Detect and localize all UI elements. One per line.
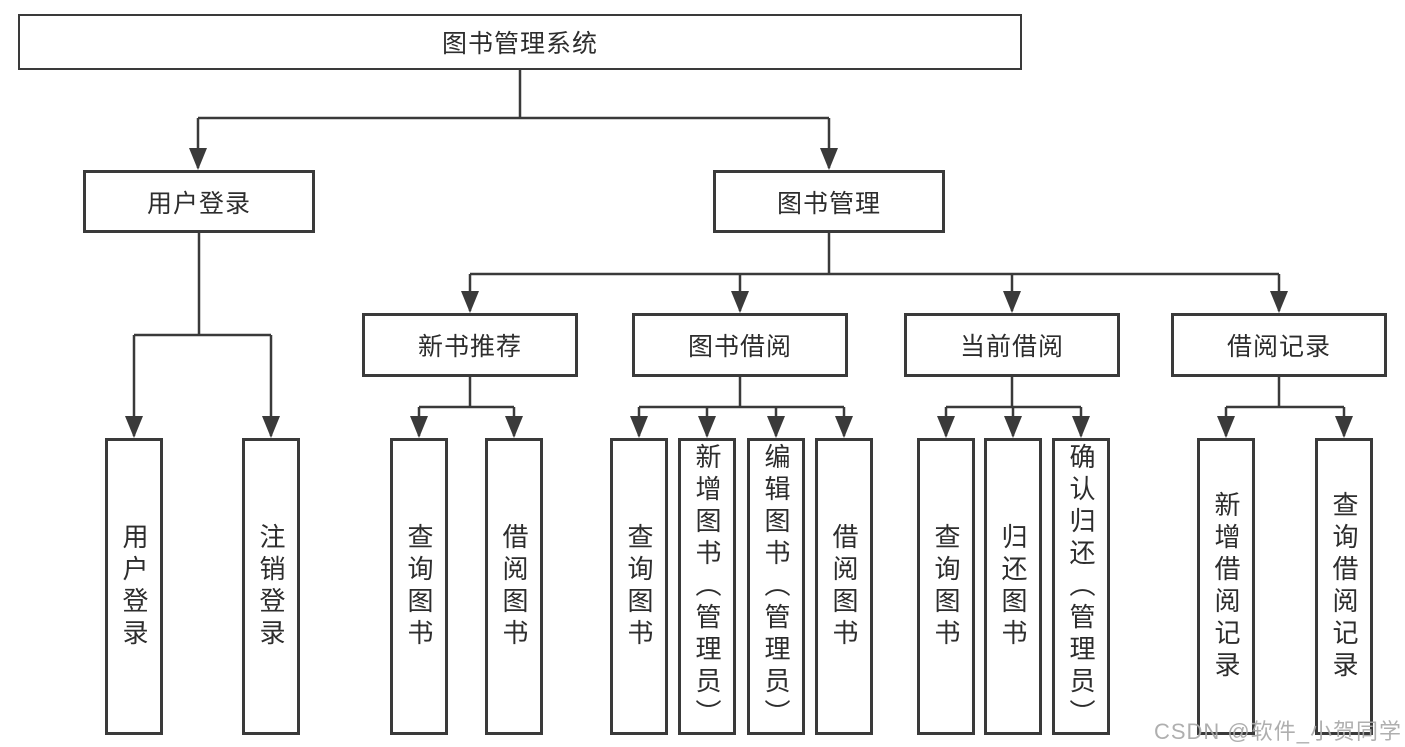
leaf-records-query-record: 查询借阅记录 [1315, 438, 1373, 735]
connector-root [196, 70, 831, 168]
arrowhead [1003, 291, 1021, 313]
node-book-borrow: 图书借阅 [632, 313, 848, 377]
arrowhead [937, 416, 955, 438]
node-label: 借阅记录 [1226, 333, 1331, 361]
node-label: 注销登录 [256, 522, 286, 651]
leaf-current-return-books: 归还图书 [984, 438, 1042, 735]
arrowhead [767, 416, 785, 438]
node-new-book-recommend: 新书推荐 [362, 313, 578, 377]
connector-lines [132, 70, 1346, 436]
arrowhead [731, 291, 749, 313]
arrowhead [262, 416, 280, 438]
arrowhead [630, 416, 648, 438]
leaf-newbook-query-books: 查询图书 [390, 438, 448, 735]
leaf-current-confirm-return-admin: 确认归还（管理员） [1052, 438, 1110, 735]
arrowhead [698, 416, 716, 438]
node-label: 用户登录 [119, 522, 149, 651]
node-library-management-system: 图书管理系统 [18, 14, 1022, 70]
leaf-user-login: 用户登录 [105, 438, 163, 735]
arrowhead [461, 291, 479, 313]
node-label: 图书管理系统 [441, 30, 598, 58]
node-label: 借阅图书 [499, 522, 529, 651]
arrowhead [1004, 416, 1022, 438]
node-label: 借阅图书 [829, 522, 859, 651]
leaf-current-query-books: 查询图书 [917, 438, 975, 735]
arrowhead [835, 416, 853, 438]
connector-current-borrow [944, 377, 1083, 436]
leaf-borrow-edit-books-admin: 编辑图书（管理员） [747, 438, 805, 735]
node-user-login: 用户登录 [83, 170, 315, 233]
leaf-borrow-query-books: 查询图书 [610, 438, 668, 735]
arrowhead [505, 416, 523, 438]
leaf-newbook-borrow-books: 借阅图书 [485, 438, 543, 735]
node-label: 图书借阅 [687, 333, 792, 361]
node-label: 查询图书 [404, 522, 434, 651]
node-label: 用户登录 [146, 189, 251, 218]
arrowhead [189, 148, 207, 170]
connector-book-borrow [637, 377, 846, 436]
leaf-records-add-record: 新增借阅记录 [1197, 438, 1255, 735]
node-label: 图书管理 [776, 189, 881, 218]
node-current-borrow: 当前借阅 [904, 313, 1120, 377]
arrowhead [1072, 416, 1090, 438]
connector-borrow-records [1224, 377, 1346, 436]
node-label: 新增图书（管理员） [692, 442, 722, 731]
connector-new-book-recommend [417, 377, 516, 436]
leaf-borrow-borrow-books: 借阅图书 [815, 438, 873, 735]
csdn-watermark: CSDN @软件_小贺同学 [1153, 719, 1402, 744]
node-label: 确认归还（管理员） [1066, 442, 1096, 731]
node-label: 归还图书 [998, 522, 1028, 651]
arrowhead [125, 416, 143, 438]
node-label: 新增借阅记录 [1211, 490, 1241, 683]
node-label: 查询图书 [624, 522, 654, 651]
leaf-borrow-add-books-admin: 新增图书（管理员） [678, 438, 736, 735]
leaf-logout-login: 注销登录 [242, 438, 300, 735]
arrowhead [410, 416, 428, 438]
node-label: 查询图书 [931, 522, 961, 651]
node-borrow-records: 借阅记录 [1171, 313, 1387, 377]
arrowhead [820, 148, 838, 170]
arrowhead [1217, 416, 1235, 438]
node-book-management: 图书管理 [713, 170, 945, 233]
node-label: 查询借阅记录 [1329, 490, 1359, 683]
connector-book-management [468, 233, 1281, 311]
arrowhead [1335, 416, 1353, 438]
arrowhead [1270, 291, 1288, 313]
connector-user-login [132, 233, 273, 436]
node-label: 当前借阅 [959, 333, 1064, 361]
node-label: 新书推荐 [417, 333, 522, 361]
node-label: 编辑图书（管理员） [761, 442, 791, 731]
